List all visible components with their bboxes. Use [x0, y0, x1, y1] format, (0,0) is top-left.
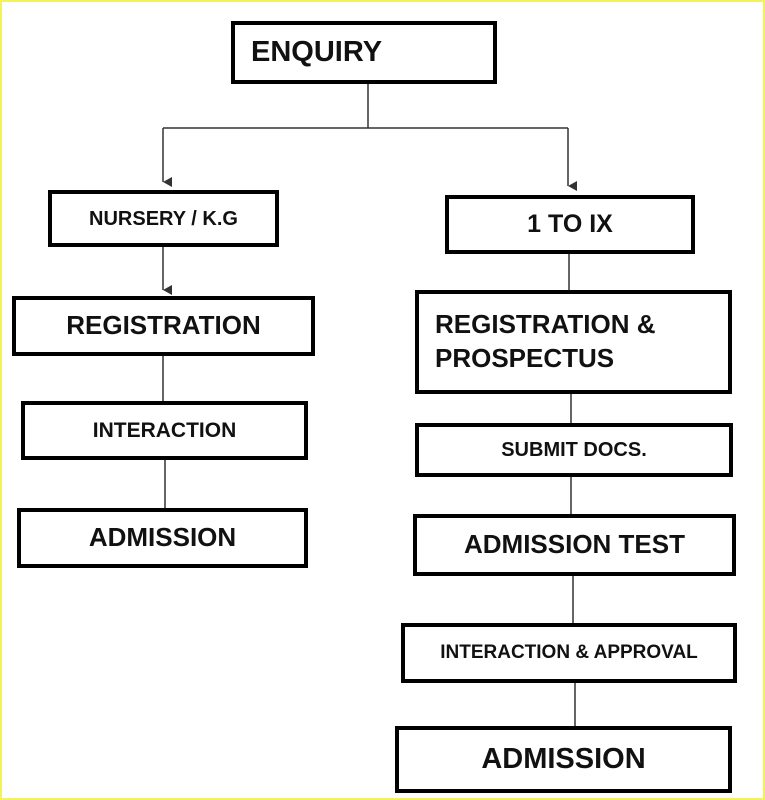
nursery-kg-label: NURSERY / K.G [89, 207, 238, 230]
enquiry-label: ENQUIRY [251, 35, 383, 68]
admission-test-box: ADMISSION TEST [413, 514, 736, 576]
left-registration-box: REGISTRATION [12, 296, 315, 356]
left-registration-label: REGISTRATION [66, 310, 261, 341]
right-registration-prospectus-box: REGISTRATION & PROSPECTUS [415, 290, 732, 394]
left-admission-label: ADMISSION [88, 522, 237, 553]
left-interaction-box: INTERACTION [21, 401, 308, 460]
submit-docs-box: SUBMIT DOCS. [415, 423, 733, 477]
admission-test-label: ADMISSION TEST [463, 529, 685, 560]
right-admission-box: ADMISSION [395, 726, 732, 793]
nursery-kg-box: NURSERY / K.G [48, 190, 279, 247]
interaction-approval-label: INTERACTION & APPROVAL [440, 641, 698, 663]
left-interaction-label: INTERACTION [92, 418, 237, 442]
one-to-nine-label: 1 TO IX [527, 210, 613, 239]
submit-docs-label: SUBMIT DOCS. [501, 439, 647, 461]
one-to-nine-box: 1 TO IX [445, 195, 695, 254]
left-admission-box: ADMISSION [17, 508, 308, 568]
enquiry-box: ENQUIRY [231, 21, 497, 84]
right-admission-label: ADMISSION [481, 742, 646, 775]
interaction-approval-box: INTERACTION & APPROVAL [401, 623, 737, 683]
right-registration-prospectus-label: REGISTRATION & PROSPECTUS [435, 309, 656, 373]
